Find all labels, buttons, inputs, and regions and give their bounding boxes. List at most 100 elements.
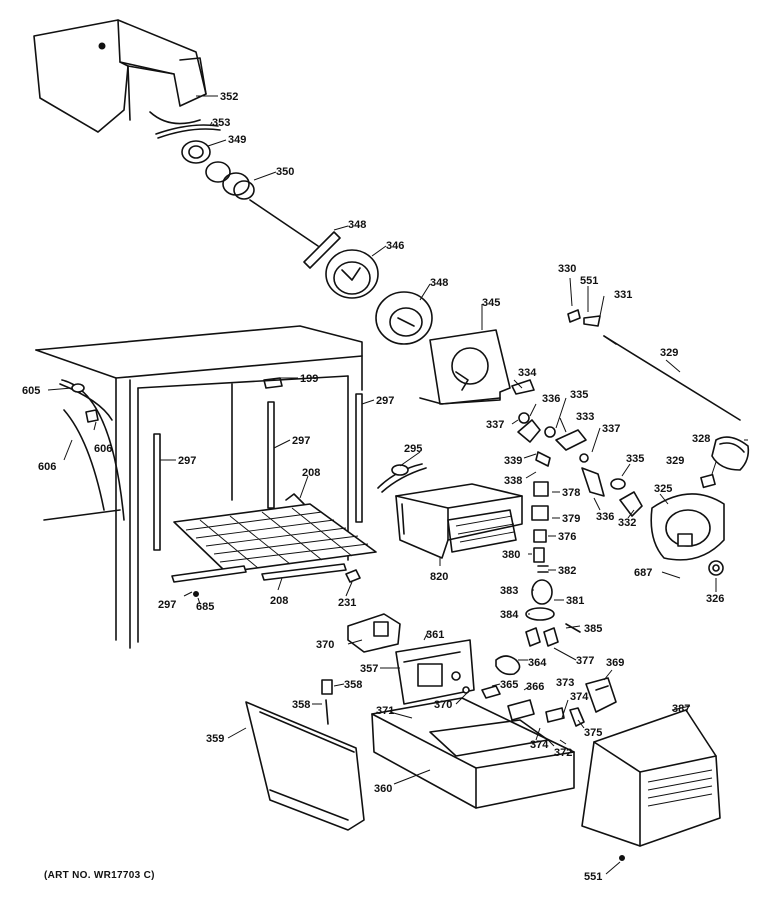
callout-208-a: 208 (302, 467, 320, 479)
callout-346: 346 (386, 240, 404, 252)
auger-part (205, 161, 319, 247)
art-number: (ART NO. WR17703 C) (44, 870, 155, 881)
callout-329-a: 329 (660, 347, 678, 359)
spring-coil-part (481, 655, 521, 699)
shelf-rails (153, 377, 363, 551)
callout-373: 373 (556, 677, 574, 689)
callout-338: 338 (504, 475, 522, 487)
callout-376: 376 (558, 531, 576, 543)
callout-820: 820 (430, 571, 448, 583)
callout-364: 364 (528, 657, 547, 669)
callout-370-a: 370 (316, 639, 334, 651)
callout-374-b: 374 (530, 739, 549, 751)
motor-bracket-part (419, 329, 511, 405)
callout-374-a: 374 (570, 691, 589, 703)
callout-605: 605 (22, 385, 40, 397)
bearing-part (181, 140, 211, 164)
callout-353: 353 (212, 117, 230, 129)
callout-328: 328 (692, 433, 710, 445)
callout-336-b: 336 (596, 511, 614, 523)
icemaker-part (395, 483, 523, 559)
callout-379: 379 (562, 513, 580, 525)
callout-297-c: 297 (178, 455, 196, 467)
callout-685: 685 (196, 601, 214, 613)
callout-297-a: 297 (376, 395, 394, 407)
callout-333: 333 (576, 411, 594, 423)
callout-375: 375 (584, 727, 602, 739)
callout-382: 382 (558, 565, 576, 577)
drive-coupling-part (303, 231, 341, 269)
callout-337-b: 337 (602, 423, 620, 435)
callout-366: 366 (526, 681, 544, 693)
callout-385-a: 385 (584, 623, 602, 635)
callout-325: 325 (654, 483, 672, 495)
callout-199: 199 (300, 373, 318, 385)
callout-337-a: 337 (486, 419, 504, 431)
callout-326: 326 (706, 593, 724, 605)
callout-336-a: 336 (542, 393, 560, 405)
callout-208-b: 208 (270, 595, 288, 607)
callout-330: 330 (558, 263, 576, 275)
callout-334: 334 (518, 367, 537, 379)
ice-bucket-part (33, 19, 207, 133)
actuator-part (409, 677, 617, 731)
callout-231: 231 (338, 597, 356, 609)
leader-lines (47, 95, 748, 875)
callout-331: 331 (614, 289, 632, 301)
callout-335-b: 335 (626, 453, 644, 465)
callout-551-a: 551 (580, 275, 598, 287)
callout-297-d: 297 (158, 599, 176, 611)
wire-harness-part (377, 463, 427, 493)
fan-motor-part (347, 613, 401, 653)
callout-329-b: 329 (666, 455, 684, 467)
callout-335-a: 335 (570, 389, 588, 401)
callout-348-b: 348 (430, 277, 448, 289)
discharge-chute-part (581, 709, 721, 861)
callout-297-b: 297 (292, 435, 310, 447)
callout-372: 372 (554, 747, 572, 759)
switch-stack-part (525, 481, 581, 647)
shelf-slides (171, 563, 361, 597)
callout-387: 387 (672, 703, 690, 715)
tray-part (371, 697, 575, 809)
wire-shelf-part (173, 493, 377, 573)
callout-384: 384 (500, 609, 519, 621)
auger-motor-part (650, 493, 725, 576)
callout-365: 365 (500, 679, 518, 691)
callout-352: 352 (220, 91, 238, 103)
callout-551-b: 551 (584, 871, 602, 883)
callout-360: 360 (374, 783, 392, 795)
callout-labels: 352 353 349 350 348 346 348 345 330 551 … (22, 91, 724, 883)
screw-part (321, 679, 333, 725)
callout-687: 687 (634, 567, 652, 579)
callout-358-b: 358 (292, 699, 310, 711)
callout-378: 378 (562, 487, 580, 499)
crusher-housing-part (325, 249, 433, 345)
motor-spring-part (700, 436, 750, 489)
callout-370-b: 370 (434, 699, 452, 711)
callout-349: 349 (228, 134, 246, 146)
callout-377: 377 (576, 655, 594, 667)
callout-339: 339 (504, 455, 522, 467)
callout-371: 371 (376, 705, 394, 717)
callout-383: 383 (500, 585, 518, 597)
door-gasket-part (63, 383, 105, 511)
callout-332: 332 (618, 517, 636, 529)
callout-345: 345 (482, 297, 500, 309)
callout-606-b: 606 (94, 443, 112, 455)
control-bracket-part (395, 639, 475, 705)
callout-359: 359 (206, 733, 224, 745)
callout-295: 295 (404, 443, 422, 455)
callout-606-a: 606 (38, 461, 56, 473)
callout-381: 381 (566, 595, 584, 607)
small-parts-cluster (511, 379, 643, 517)
callout-348-a: 348 (348, 219, 366, 231)
callout-369: 369 (606, 657, 624, 669)
auger-spring-part (155, 124, 221, 139)
solenoid-link-part (567, 309, 741, 421)
callout-358-a: 358 (344, 679, 362, 691)
callout-350: 350 (276, 166, 294, 178)
callout-357: 357 (360, 663, 378, 675)
callout-361: 361 (426, 629, 444, 641)
